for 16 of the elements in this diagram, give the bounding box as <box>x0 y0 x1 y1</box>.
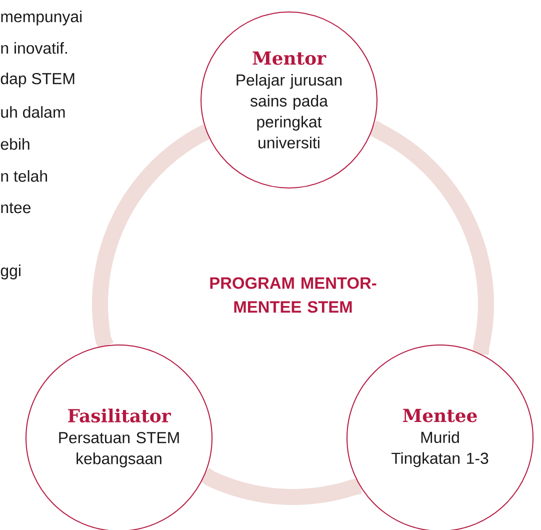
paragraph-text: n telah <box>1 170 47 182</box>
paragraph-text: uh dalam <box>1 106 65 118</box>
paragraph-text: n inovatif. <box>1 42 67 54</box>
paragraph-text: dap STEM <box>0 72 74 88</box>
paragraph-text: ntee <box>1 202 31 214</box>
ring-arc <box>368 120 494 355</box>
node-label: Murid Tingkatan 1-3 <box>391 431 488 468</box>
node-label: Persatuan STEM kebangsaan <box>59 432 179 468</box>
node-label: Mentee <box>403 408 477 422</box>
ring-arc <box>92 124 210 350</box>
node-label: Fasilitator <box>68 408 171 422</box>
paragraph-text: ebih <box>0 138 30 150</box>
paragraph-text: mempunyai <box>1 10 82 26</box>
center-title: PROGRAM MENTOR-MENTEE STEM <box>210 277 376 313</box>
ring-arc <box>200 468 362 505</box>
paragraph-text: ggi <box>0 264 20 280</box>
